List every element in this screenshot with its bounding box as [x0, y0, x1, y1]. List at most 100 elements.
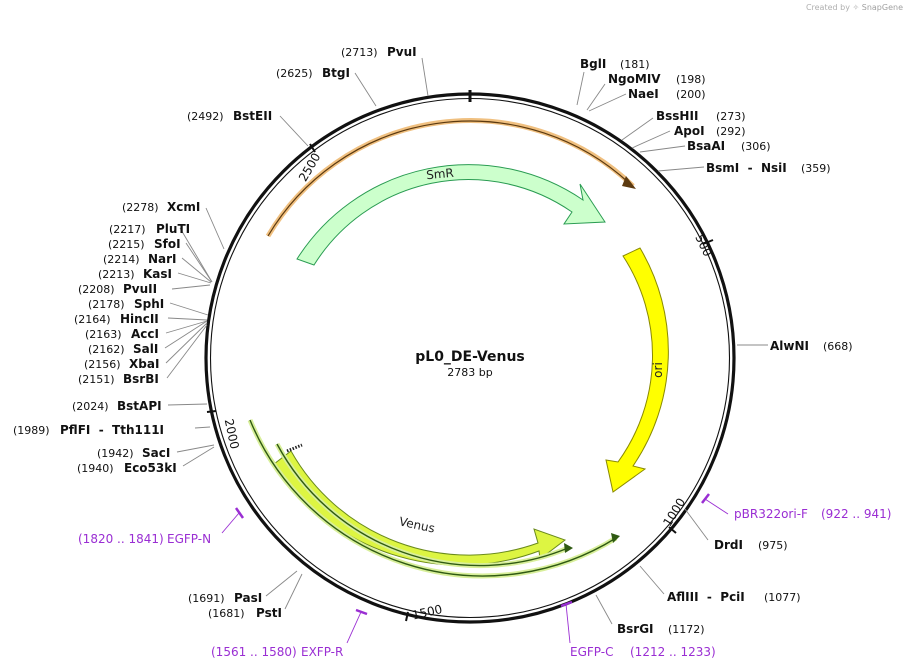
leader-hincii — [167, 317, 208, 321]
site-ngomiv-name: NgoMIV — [608, 72, 661, 86]
primer-egfp-n-leader — [221, 512, 240, 534]
site-afliii-pcii: AflIII - PciI (1077) — [667, 590, 801, 604]
site-drdi-pos: (975) — [758, 539, 788, 552]
site-sphi-name: SphI — [134, 297, 164, 311]
site-nari: NarI (2214) — [103, 252, 177, 266]
site-sfoi-pos: (2215) — [108, 238, 145, 251]
primer-egfp-c-leader — [565, 603, 571, 644]
site-xbai-pos: (2156) — [84, 358, 121, 371]
site-pflfi-tth111i-name: PflFI - Tth111I — [60, 423, 164, 437]
leader-eco53ki — [182, 446, 215, 467]
site-nari-name: NarI — [148, 252, 177, 266]
site-afliii-pcii-name: AflIII - PciI — [667, 590, 745, 604]
site-bsmi-nsii-pos: (359) — [801, 162, 831, 175]
site-sali: SalI (2162) — [88, 342, 158, 356]
leader-ngomiv — [586, 83, 606, 111]
site-bsshii-pos: (273) — [716, 110, 746, 123]
site-pvuii-name: PvuII — [123, 282, 157, 296]
site-pflfi-tth111i-pos: (1989) — [13, 424, 50, 437]
site-eco53ki: Eco53kI (1940) — [77, 461, 177, 475]
tick-1500 — [405, 611, 409, 622]
feature-venus-label: Venus — [398, 514, 436, 535]
leader-bsshii — [621, 117, 654, 141]
site-bsrgi-pos: (1172) — [668, 623, 705, 636]
site-naei-name: NaeI — [628, 87, 659, 101]
leader-pasi — [265, 570, 298, 597]
site-bgli-pos: (181) — [620, 58, 650, 71]
site-pvui-name: PvuI — [387, 45, 417, 59]
highlight-arrowhead — [622, 176, 636, 189]
primer-egfp-c-name: EGFP-C — [570, 645, 613, 659]
site-pasi-pos: (1691) — [188, 592, 225, 605]
leader-bsmi — [657, 166, 705, 172]
site-alwni-pos: (668) — [823, 340, 853, 353]
site-drdi: DrdI (975) — [714, 538, 788, 552]
site-eco53ki-name: Eco53kI — [124, 461, 177, 475]
primer-egfp-n-mark — [234, 507, 245, 519]
feature-ori-arrow — [605, 247, 669, 493]
site-acci-name: AccI — [131, 327, 159, 341]
site-eco53ki-pos: (1940) — [77, 462, 114, 475]
site-drdi-name: DrdI — [714, 538, 743, 552]
leader-psti — [284, 573, 303, 610]
site-sali-pos: (2162) — [88, 343, 125, 356]
site-pluti: PluTI (2217) — [109, 222, 190, 236]
leader-xbai — [165, 322, 208, 364]
feature-ori-label: ori — [651, 362, 665, 378]
leader-pflfi — [194, 426, 211, 429]
leader-btgi — [354, 72, 377, 107]
site-naei-pos: (200) — [676, 88, 706, 101]
site-bsteii: BstEII (2492) — [187, 109, 272, 123]
site-ngomiv: NgoMIV (198) — [608, 72, 706, 86]
site-alwni: AlwNI (668) — [770, 339, 853, 353]
primer-egfp-c-mark — [560, 600, 573, 608]
primer-pbr322ori-f-mark — [701, 493, 710, 504]
credit-brand: SnapGene — [861, 3, 903, 12]
tick-2500 — [309, 143, 316, 153]
leader-acci — [165, 320, 208, 334]
inner-arc-2-arrowhead — [611, 533, 620, 543]
leader-xcmi — [205, 207, 225, 250]
site-sali-name: SalI — [133, 342, 158, 356]
site-acci-pos: (2163) — [85, 328, 122, 341]
site-bsmi-nsii: BsmI - NsiI (359) — [706, 161, 831, 175]
primer-egfp-n-name: EGFP-N — [167, 532, 211, 546]
site-bsrbi: BsrBI (2151) — [78, 372, 159, 386]
site-psti-name: PstI — [256, 606, 282, 620]
site-afliii-pcii-pos: (1077) — [764, 591, 801, 604]
primer-exfp-r-name: EXFP-R — [301, 645, 343, 659]
primer-egfp-n-range: (1820 .. 1841) — [78, 532, 164, 546]
site-naei: NaeI (200) — [628, 87, 706, 101]
site-bsaai-name: BsaAI — [687, 139, 725, 153]
snapgene-credit: Created by ✧ SnapGene — [806, 3, 903, 12]
site-kasi-name: KasI — [143, 267, 172, 281]
restriction-sites: BglI (181) NgoMIV (198) NaeI (200) BssHI… — [13, 45, 853, 636]
tick-500 — [702, 239, 714, 245]
site-saci-pos: (1942) — [97, 447, 134, 460]
site-ngomiv-pos: (198) — [676, 73, 706, 86]
site-bstapi-name: BstAPI — [117, 399, 162, 413]
tick-1500-label: 1500 — [411, 602, 444, 623]
site-bsrgi: BsrGI (1172) — [617, 622, 705, 636]
leader-sphi — [169, 302, 209, 316]
tick-2000 — [206, 410, 217, 413]
site-bstapi-pos: (2024) — [72, 400, 109, 413]
site-bsshii: BssHII (273) — [656, 109, 746, 123]
leader-apoi — [631, 130, 671, 149]
leader-afliii — [639, 565, 665, 595]
site-sphi: SphI (2178) — [88, 297, 164, 311]
leader-pluti — [179, 227, 213, 283]
site-sphi-pos: (2178) — [88, 298, 125, 311]
site-pflfi-tth111i: PflFI - Tth111I (1989) — [13, 423, 164, 437]
primer-pbr322ori-f-name: pBR322ori-F — [734, 507, 808, 521]
site-saci-name: SacI — [142, 446, 170, 460]
site-bsmi-nsii-name: BsmI - NsiI — [706, 161, 787, 175]
site-bgli-name: BglI — [580, 57, 606, 71]
leader-bsteii — [279, 115, 309, 147]
primer-exfp-r-range: (1561 .. 1580) — [211, 645, 297, 659]
site-psti-pos: (1681) — [208, 607, 245, 620]
leader-pvuii — [171, 284, 211, 290]
leader-naei — [588, 93, 627, 112]
site-bsrbi-pos: (2151) — [78, 373, 115, 386]
plasmid-size: 2783 bp — [447, 366, 492, 379]
